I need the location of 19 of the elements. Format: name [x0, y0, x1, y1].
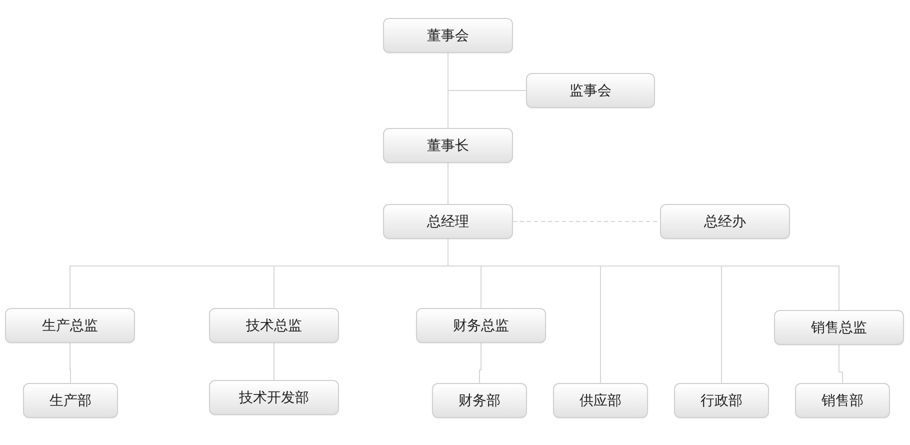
- connector-line: [838, 344, 843, 384]
- connector-line: [448, 52, 526, 91]
- org-box: 生产总监: [5, 308, 135, 343]
- org-box: 技术开发部: [209, 380, 339, 415]
- org-box: 生产部: [23, 383, 118, 418]
- org-box: 总经办: [660, 204, 790, 239]
- org-box: 财务总监: [416, 308, 546, 343]
- org-box: 销售部: [795, 383, 890, 418]
- org-box: 财务部: [432, 383, 527, 418]
- org-box: 供应部: [553, 383, 648, 418]
- connector-line: [70, 342, 71, 384]
- connector-line: [479, 342, 482, 384]
- org-box: 行政部: [674, 383, 769, 418]
- org-box: 总经理: [383, 204, 513, 239]
- org-box: 董事会: [383, 18, 513, 53]
- org-box: 监事会: [526, 73, 655, 108]
- org-box: 董事长: [383, 128, 513, 163]
- org-box: 技术总监: [209, 308, 339, 343]
- org-box: 销售总监: [774, 310, 904, 345]
